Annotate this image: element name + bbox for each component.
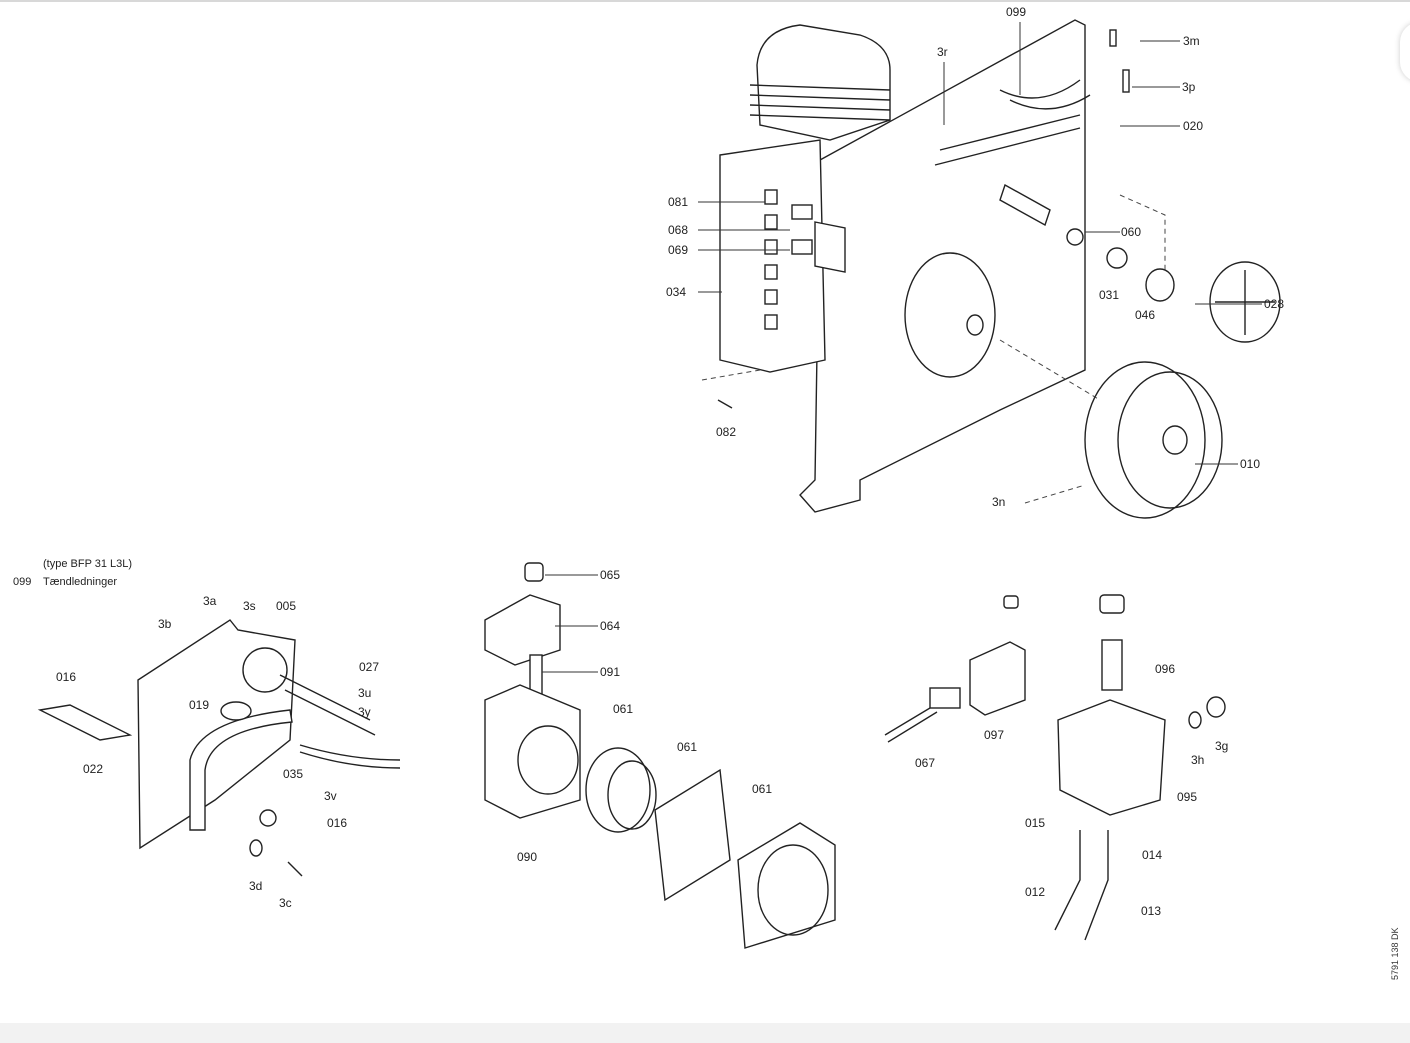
part-label: 061 <box>752 782 772 796</box>
burner-housing-assembly <box>701 19 1281 519</box>
part-label: 097 <box>984 728 1004 742</box>
bottom-bar <box>0 1023 1410 1043</box>
label-034: 034 <box>666 285 686 299</box>
label-3n: 3n <box>992 495 1005 509</box>
part-label: 027 <box>359 660 379 674</box>
part-label: (type BFP 31 L3L) <box>43 558 132 570</box>
part-label: 019 <box>189 698 209 712</box>
screw-3p <box>1122 69 1130 93</box>
part-label: 099 <box>13 576 31 588</box>
label-3r: 3r <box>937 45 948 59</box>
label-020: 020 <box>1183 119 1203 133</box>
clip-082 <box>717 399 733 409</box>
part-label: 3v <box>324 789 337 803</box>
drawing-code: 5791 138 DK <box>1390 927 1400 980</box>
part-label: 3g <box>1215 739 1228 753</box>
transformer-cap <box>756 24 891 141</box>
part-label: 012 <box>1025 885 1045 899</box>
part-label: 3a <box>203 594 217 608</box>
part-label: 090 <box>517 850 537 864</box>
part-031 <box>1106 247 1128 269</box>
part-046 <box>1145 268 1175 302</box>
label-099: 099 <box>1006 5 1026 19</box>
part-label: 064 <box>600 619 620 633</box>
label-060: 060 <box>1121 225 1141 239</box>
label-081: 081 <box>668 195 688 209</box>
part-label: 061 <box>613 702 633 716</box>
part-label: 035 <box>283 767 303 781</box>
scroll-handle[interactable] <box>1400 22 1410 82</box>
burner-assembly-labels: 099 3r 3m 3p 020 081 068 069 034 060 031… <box>666 5 1284 509</box>
electrode-holder <box>999 183 1051 227</box>
fan-wheel <box>1084 361 1206 519</box>
ignition-assembly <box>37 619 401 877</box>
pump-labels: 065 064 091 061 061 061 090 <box>517 568 772 864</box>
part-label: 016 <box>56 670 76 684</box>
part-label: 005 <box>276 599 296 613</box>
label-3m: 3m <box>1183 34 1200 48</box>
part-label: 061 <box>677 740 697 754</box>
screw-3m <box>1109 29 1117 47</box>
part-label: 014 <box>1142 848 1162 862</box>
top-border <box>0 0 1410 2</box>
part-label: 022 <box>83 762 103 776</box>
bracket <box>814 221 846 273</box>
label-028: 028 <box>1264 297 1284 311</box>
part-label: 015 <box>1025 816 1045 830</box>
part-label: 065 <box>600 568 620 582</box>
part-label: 3c <box>279 896 292 910</box>
oil-pump-assembly <box>884 594 1226 941</box>
transformer-coil <box>749 84 891 121</box>
part-label: 3b <box>158 617 172 631</box>
ignition-labels: 3a 3s 005 3b 027 016 3u 019 3y 022 035 3… <box>56 594 379 910</box>
part-label: 3s <box>243 599 256 613</box>
part-label: 091 <box>600 665 620 679</box>
label-010: 010 <box>1240 457 1260 471</box>
label-068: 068 <box>668 223 688 237</box>
control-box-slots <box>764 189 813 330</box>
part-label: 3u <box>358 686 371 700</box>
part-label: 3d <box>249 879 262 893</box>
ignition-leads <box>934 79 1091 166</box>
label-082: 082 <box>716 425 736 439</box>
label-046: 046 <box>1135 308 1155 322</box>
label-031: 031 <box>1099 288 1119 302</box>
part-label: 016 <box>327 816 347 830</box>
control-box <box>719 139 826 373</box>
pump-assembly <box>484 562 836 949</box>
part-label: 067 <box>915 756 935 770</box>
part-label: 3y <box>358 705 371 719</box>
part-label: 013 <box>1141 904 1161 918</box>
part-label: 096 <box>1155 662 1175 676</box>
part-060 <box>1066 228 1084 246</box>
oil-pump-labels: 096 097 067 3h 3g 095 015 014 012 013 <box>915 662 1228 918</box>
ignition-caption: (type BFP 31 L3L) 099 Tændledninger <box>13 558 132 588</box>
part-label: Tændledninger <box>43 576 117 588</box>
label-069: 069 <box>668 243 688 257</box>
label-3p: 3p <box>1182 80 1196 94</box>
leader-lines-top <box>698 22 1262 465</box>
part-label: 3h <box>1191 753 1204 767</box>
part-label: 095 <box>1177 790 1197 804</box>
motor <box>904 252 996 378</box>
